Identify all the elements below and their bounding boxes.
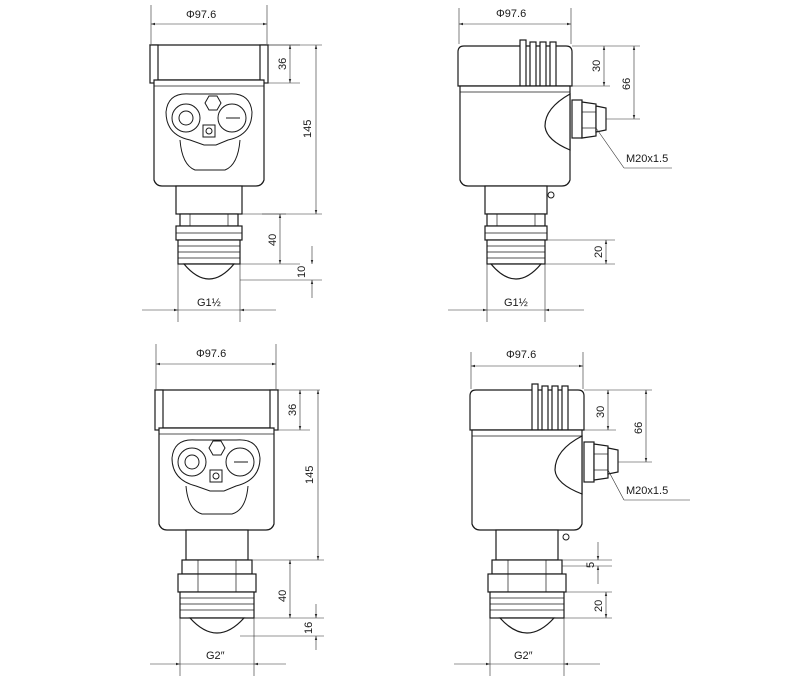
front-view-g2: Φ97.6 36 145 40 16 G2″	[150, 344, 324, 676]
cable-gland-label: M20x1.5	[626, 153, 668, 165]
dim-10: 10	[296, 266, 308, 278]
thread-label: G2″	[206, 650, 225, 662]
housing	[149, 44, 269, 187]
thread-label: G1½	[197, 297, 221, 309]
dim-66: 66	[633, 422, 645, 434]
dimensions: Φ97.6 36 145 40 10 G1½	[142, 5, 322, 322]
dimensions: Φ97.6 30 66 M20x1.5 5 20	[454, 349, 690, 676]
dimensions: Φ97.6 30 66 M20x1.5 20 G1½	[448, 8, 672, 322]
front-view-g1-5: Φ97.6 36 145 40 10 G1½	[142, 5, 322, 322]
cable-gland	[554, 435, 619, 495]
display-window	[171, 103, 201, 133]
dimensions: Φ97.6 36 145 40 16 G2″	[150, 344, 324, 676]
diameter-label: Φ97.6	[196, 348, 226, 360]
side-view-g1-5: Φ97.6 30 66 M20x1.5 20 G1½	[448, 8, 672, 322]
indicator-window	[217, 103, 247, 133]
dim-145: 145	[304, 466, 316, 484]
dim-16: 16	[303, 622, 315, 634]
dim-145: 145	[302, 120, 314, 138]
process-connection	[177, 529, 257, 634]
transducer-face	[182, 263, 236, 280]
dim-20: 20	[593, 246, 605, 258]
dim-20: 20	[593, 600, 605, 612]
dim-40: 40	[267, 234, 279, 246]
dim-66: 66	[621, 78, 633, 90]
diameter-label: Φ97.6	[496, 8, 526, 20]
transducer-face	[188, 617, 246, 634]
display-window	[177, 447, 207, 477]
dim-5: 5	[585, 562, 597, 568]
dim-36: 36	[277, 58, 289, 70]
side-view-g2: Φ97.6 30 66 M20x1.5 5 20	[454, 349, 690, 676]
front-panel	[171, 439, 261, 543]
indicator-window	[225, 447, 255, 477]
dim-30: 30	[591, 60, 603, 72]
process-connection	[484, 185, 548, 280]
diameter-label: Φ97.6	[186, 9, 216, 21]
transducer-face	[498, 617, 556, 634]
screw-icon	[208, 440, 226, 456]
housing	[457, 39, 573, 199]
dim-40: 40	[277, 590, 289, 602]
process-connection	[175, 185, 243, 280]
diameter-label: Φ97.6	[506, 349, 536, 361]
process-connection	[487, 529, 567, 634]
thread-label: G1½	[504, 297, 528, 309]
housing	[469, 383, 585, 541]
cable-gland-label: M20x1.5	[626, 485, 668, 497]
thread-label: G2″	[514, 650, 533, 662]
cable-gland	[544, 92, 607, 151]
dim-36: 36	[287, 404, 299, 416]
dim-30: 30	[595, 406, 607, 418]
screw-icon	[204, 95, 222, 111]
transducer-face	[489, 263, 543, 280]
